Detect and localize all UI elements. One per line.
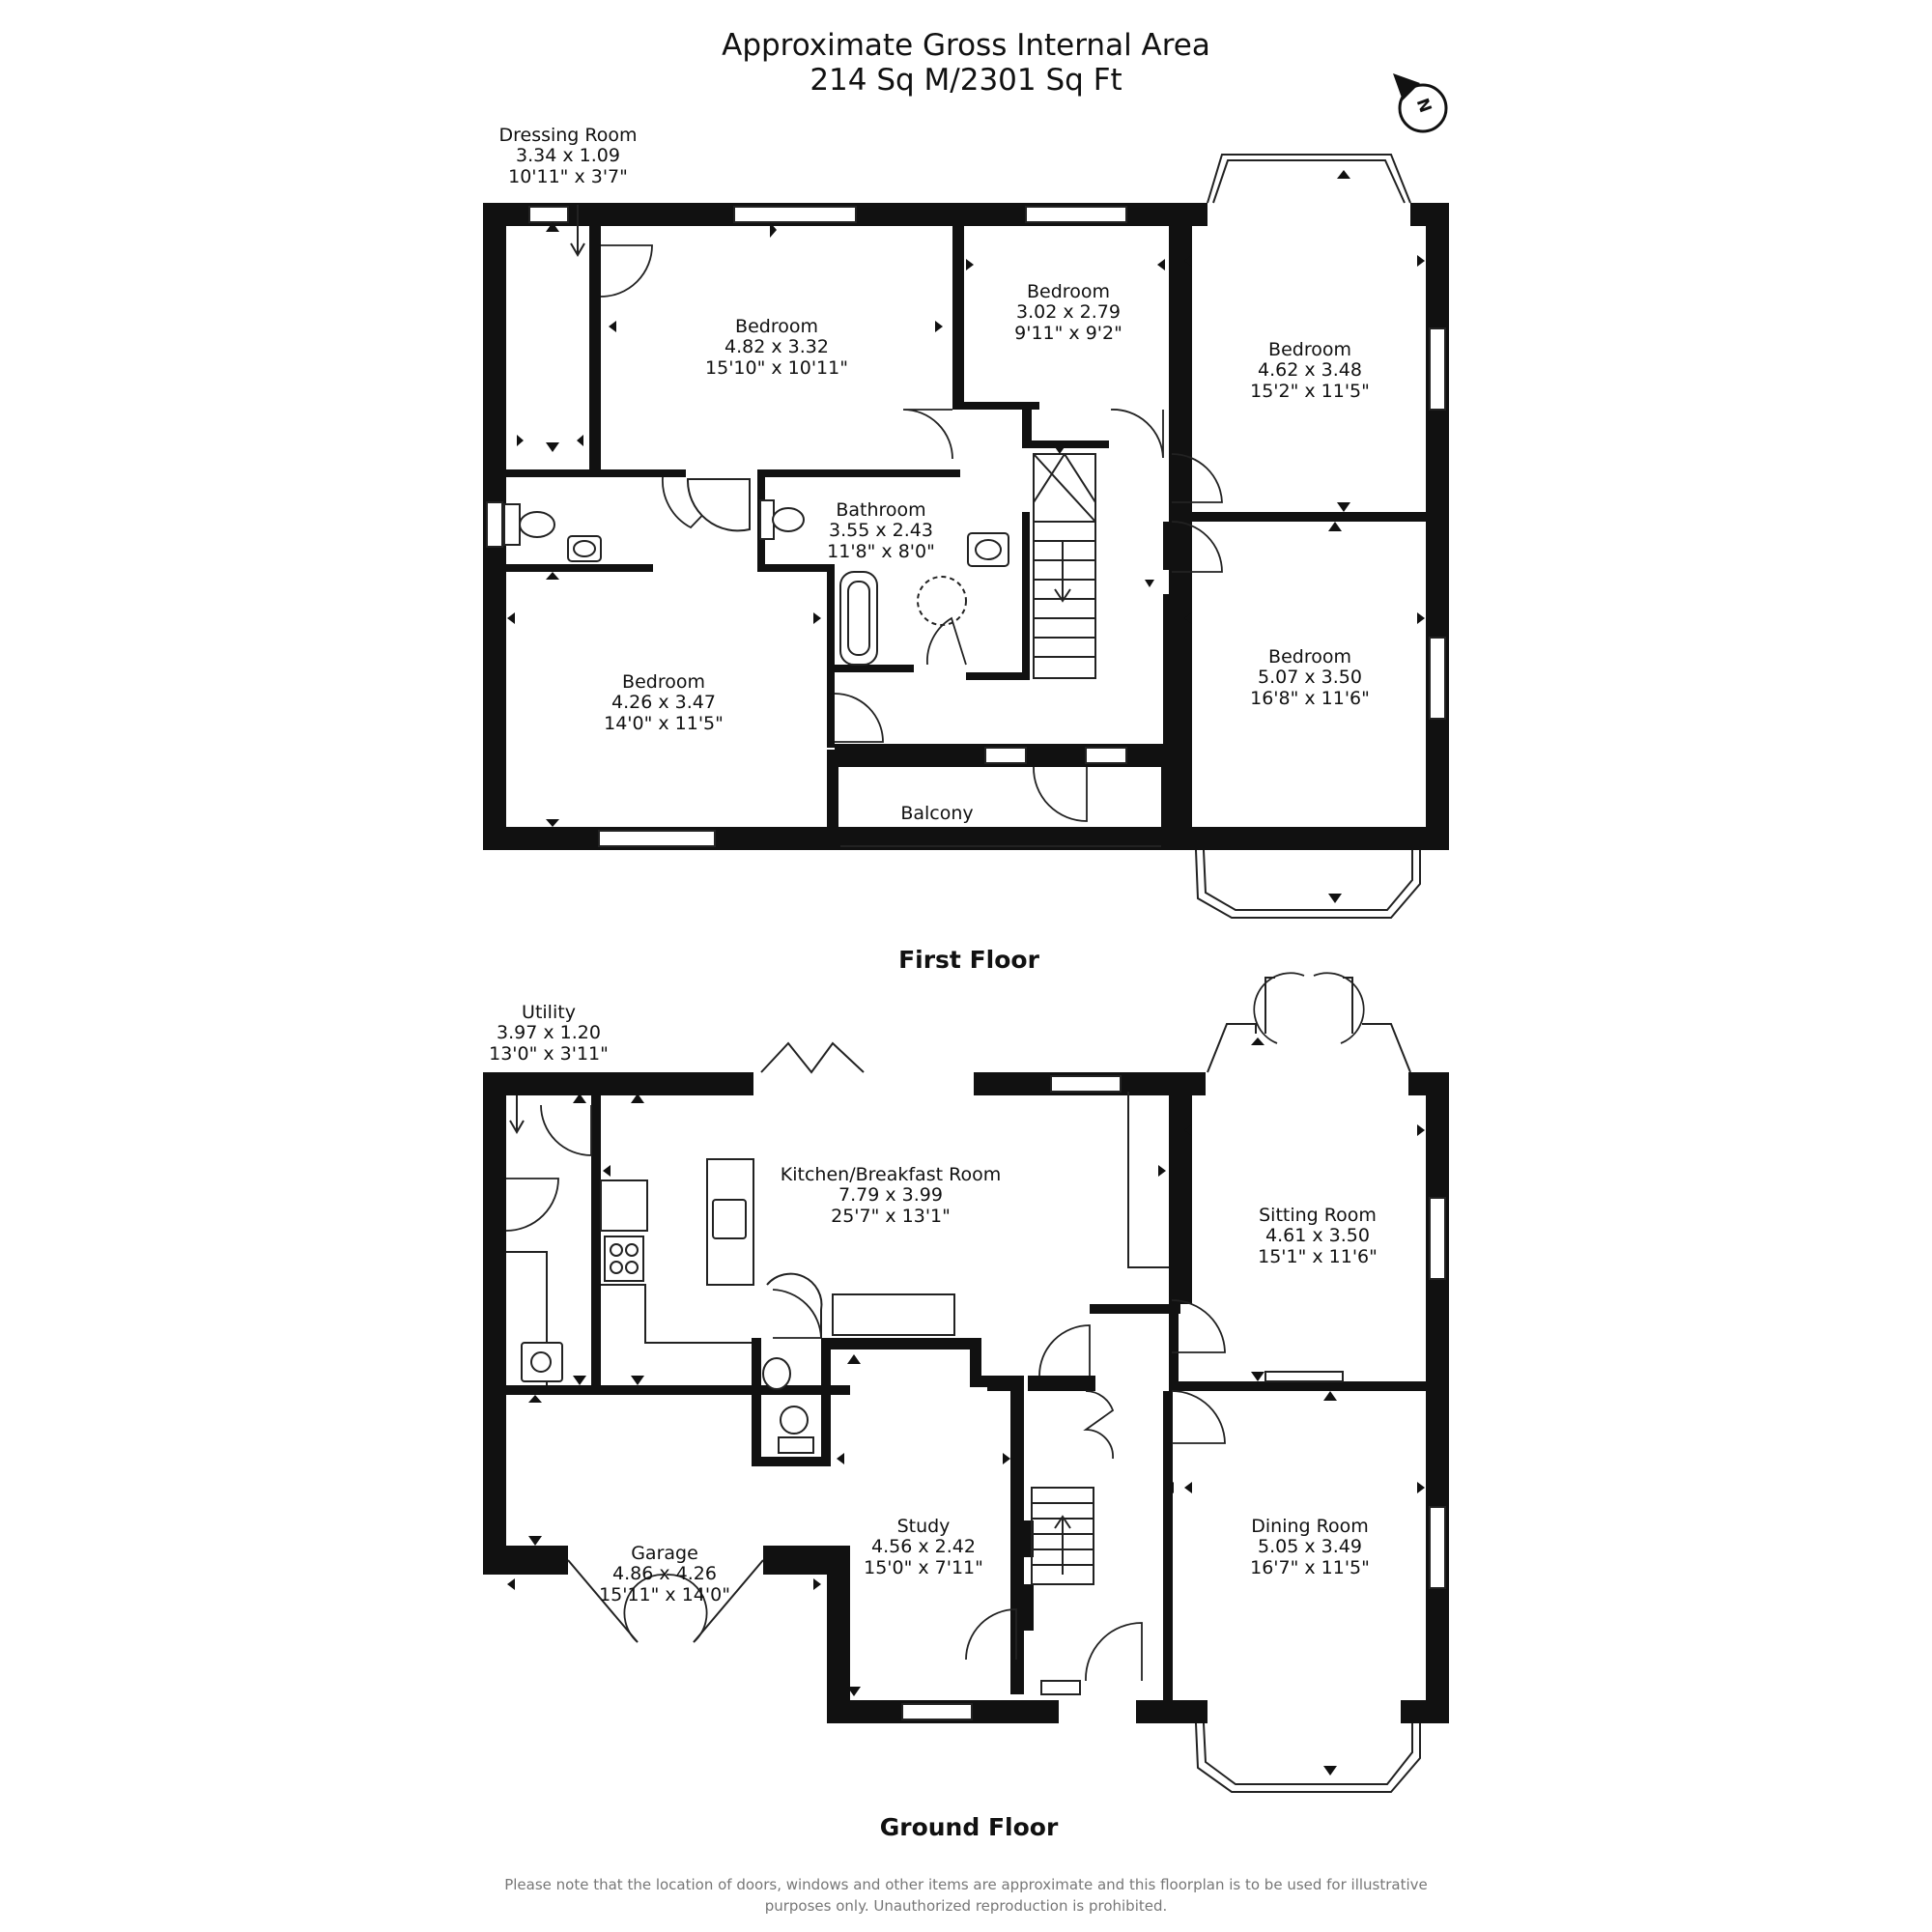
floor-label-first: First Floor: [898, 946, 1039, 974]
ground-floor-outer-walls: [483, 1072, 1449, 1723]
room-metric: 5.07 x 3.50: [1258, 667, 1362, 689]
room-imperial: 25'7" x 13'1": [831, 1205, 951, 1227]
room-imperial: 15'11" x 14'0": [599, 1583, 730, 1605]
room-name: Garage: [631, 1543, 698, 1564]
room-name: Bedroom: [1027, 281, 1110, 302]
room-name: Kitchen/Breakfast Room: [780, 1164, 1002, 1185]
room-name: Bedroom: [1268, 646, 1351, 668]
disclaimer-text: Please note that the location of doors, …: [504, 1876, 1428, 1915]
room-label-kitchen: Kitchen/Breakfast Room 7.79 x 3.99 25'7"…: [780, 1164, 1002, 1227]
north-compass: [1393, 73, 1448, 133]
french-doors-sitting-room: [1253, 972, 1365, 1044]
room-name: Balcony: [900, 803, 974, 824]
kitchen-island: [706, 1158, 754, 1286]
bay-window-sitting-room: [1207, 1023, 1411, 1073]
bay-window-dining-room: [1195, 1722, 1421, 1793]
room-label-bedroom-c: Bedroom 4.62 x 3.48 15'2" x 11'5": [1250, 339, 1370, 402]
room-label-bedroom-d: Bedroom 5.07 x 3.50 16'8" x 11'6": [1250, 646, 1370, 709]
room-name: Bedroom: [735, 316, 818, 337]
room-imperial: 11'8" x 8'0": [827, 540, 935, 562]
first-floor-dimension-arrows: [507, 170, 1425, 903]
bifold-doors-kitchen: [760, 1041, 865, 1074]
room-metric: 3.97 x 1.20: [497, 1022, 601, 1044]
room-imperial: 16'7" x 11'5": [1250, 1556, 1370, 1578]
room-name: Sitting Room: [1259, 1205, 1377, 1226]
room-label-dressing-room: Dressing Room 3.34 x 1.09 10'11" x 3'7": [498, 125, 638, 187]
first-floor-stairs: [1033, 453, 1096, 679]
room-name: Dining Room: [1251, 1516, 1369, 1537]
room-metric: 5.05 x 3.49: [1258, 1536, 1362, 1558]
room-label-sitting-room: Sitting Room 4.61 x 3.50 15'1" x 11'6": [1258, 1205, 1378, 1267]
room-imperial: 16'8" x 11'6": [1250, 687, 1370, 709]
room-metric: 3.02 x 2.79: [1016, 301, 1121, 324]
ground-floor-fixtures: [506, 1092, 1169, 1454]
first-floor-doors: [600, 244, 1223, 822]
room-metric: 4.62 x 3.48: [1258, 359, 1362, 382]
room-metric: 4.61 x 3.50: [1265, 1225, 1370, 1247]
room-metric: 4.56 x 2.42: [871, 1536, 976, 1558]
room-imperial: 15'2" x 11'5": [1250, 380, 1370, 402]
room-imperial: 15'10" x 10'11": [705, 356, 848, 379]
floor-label-ground: Ground Floor: [879, 1813, 1059, 1841]
room-label-garage: Garage 4.86 x 4.26 15'11" x 14'0": [599, 1543, 730, 1605]
room-metric: 4.26 x 3.47: [611, 692, 716, 714]
room-name: Dressing Room: [498, 125, 638, 146]
garage-door-frame: [567, 1559, 764, 1643]
room-label-bedroom-a: Bedroom 4.82 x 3.32 15'10" x 10'11": [705, 316, 848, 379]
room-metric: 4.82 x 3.32: [724, 336, 829, 358]
room-metric: 3.55 x 2.43: [829, 520, 933, 542]
room-label-study: Study 4.56 x 2.42 15'0" x 7'11": [864, 1516, 983, 1578]
room-imperial: 14'0" x 11'5": [604, 712, 724, 734]
first-floor-fixtures: [503, 478, 1009, 666]
room-label-bedroom-b: Bedroom 3.02 x 2.79 9'11" x 9'2": [1014, 281, 1122, 344]
ground-floor-dimension-arrows: [507, 1037, 1425, 1776]
room-metric: 7.79 x 3.99: [838, 1184, 943, 1207]
room-label-bathroom: Bathroom 3.55 x 2.43 11'8" x 8'0": [827, 499, 935, 562]
area-title: Approximate Gross Internal Area: [722, 28, 1210, 63]
dressing-room-pointer: [570, 205, 585, 257]
room-label-balcony: Balcony: [900, 803, 974, 824]
room-imperial: 10'11" x 3'7": [508, 165, 628, 187]
bay-window-top-first: [1207, 154, 1411, 204]
room-imperial: 9'11" x 9'2": [1014, 322, 1122, 344]
room-imperial: 13'0" x 3'11": [489, 1042, 609, 1065]
room-label-bedroom-e: Bedroom 4.26 x 3.47 14'0" x 11'5": [604, 671, 724, 734]
first-floor-windows: [486, 206, 1446, 850]
room-name: Study: [896, 1516, 951, 1537]
room-name: Bedroom: [1268, 339, 1351, 360]
room-metric: 4.86 x 4.26: [612, 1563, 717, 1585]
room-name: Bedroom: [622, 671, 705, 693]
room-imperial: 15'0" x 7'11": [864, 1556, 983, 1578]
area-value: 214 Sq M/2301 Sq Ft: [810, 63, 1122, 98]
room-imperial: 15'1" x 11'6": [1258, 1245, 1378, 1267]
room-name: Utility: [522, 1002, 576, 1023]
garage-doors: [623, 1574, 708, 1643]
bay-window-bottom-first: [1195, 849, 1421, 919]
ground-floor-interior-walls: [483, 1092, 1449, 1700]
first-floor-plan: [483, 154, 1449, 919]
ground-floor-plan: [483, 972, 1449, 1793]
room-metric: 3.34 x 1.09: [516, 145, 620, 167]
room-label-utility: Utility 3.97 x 1.20 13'0" x 3'11": [489, 1002, 609, 1065]
ground-floor-stairs: [1031, 1487, 1094, 1585]
room-label-dining-room: Dining Room 5.05 x 3.49 16'7" x 11'5": [1250, 1516, 1370, 1578]
ground-floor-windows: [901, 1075, 1446, 1720]
utility-pointer: [509, 1095, 525, 1134]
room-name: Bathroom: [836, 499, 926, 521]
